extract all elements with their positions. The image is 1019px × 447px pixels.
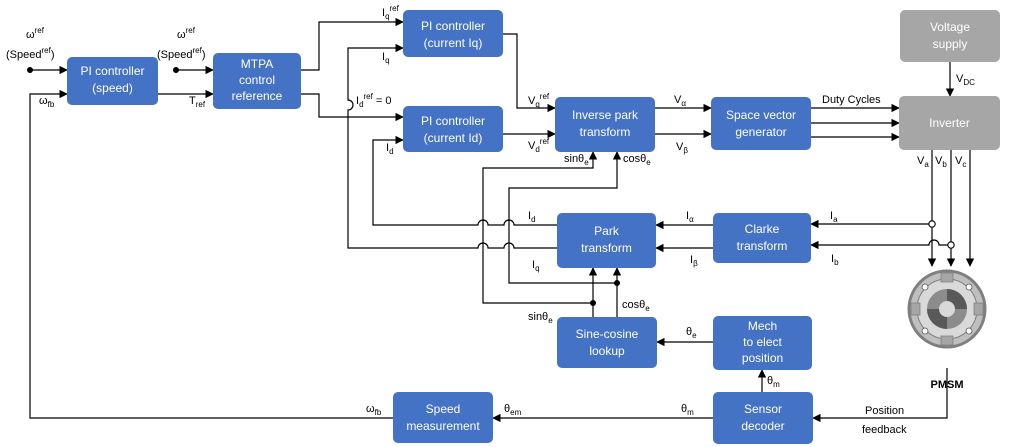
svg-text:transform: transform (580, 125, 631, 139)
svg-text:to elect: to elect (743, 335, 782, 349)
vdc-label: VDC (956, 73, 975, 87)
vd-ref-label: Vdref (528, 137, 550, 154)
valpha-label: Vα (674, 94, 686, 108)
iq-label: Iq (382, 51, 390, 65)
position-feedback-label-1: Position (865, 405, 904, 417)
pmsm-label: PMSM (931, 379, 964, 391)
svg-text:MTPA: MTPA (241, 57, 273, 71)
vbeta-label: Vβ (676, 141, 688, 155)
cos-park-label: cosθe (622, 299, 650, 313)
va-label: Va (917, 155, 929, 169)
svg-text:Space vector: Space vector (726, 108, 796, 122)
svg-text:Inverter: Inverter (929, 116, 970, 130)
inverse-park-block: Inverse park transform (555, 97, 655, 152)
tref-label: Tref (189, 95, 206, 109)
ib-label: Ib (831, 253, 839, 267)
svg-text:decoder: decoder (741, 419, 784, 433)
wfb-bottom-label: ωfb (366, 403, 382, 417)
svg-text:PI controller: PI controller (80, 64, 144, 78)
inverter-block: Inverter (899, 96, 1000, 150)
pi-iq-block: PI controller (current Iq) (403, 10, 503, 57)
speedref2-label: (Speedref) (157, 46, 206, 61)
svg-text:position: position (742, 351, 783, 365)
svg-text:measurement: measurement (406, 419, 480, 433)
pi-speed-block: PI controller (speed) (67, 57, 158, 105)
wref1-label: ωref (26, 26, 45, 41)
mtpa-block: MTPA control reference (213, 53, 301, 109)
svg-text:Mech: Mech (748, 319, 777, 333)
pi-id-block: PI controller (current Id) (403, 106, 503, 152)
svg-text:Clarke: Clarke (745, 222, 780, 236)
park-block: Park transform (557, 213, 656, 268)
svg-text:(speed): (speed) (92, 81, 133, 95)
mech-to-elect-block: Mech to elect position (713, 316, 812, 370)
svg-text:(current Id): (current Id) (424, 131, 483, 145)
iq-park-label: Iq (532, 259, 540, 273)
sensor-decoder-block: Sensor decoder (713, 392, 813, 444)
svg-text:Sine-cosine: Sine-cosine (576, 327, 639, 341)
speedref1-label: (Speedref) (6, 46, 55, 61)
speed-measurement-block: Speed measurement (393, 392, 493, 443)
wfb-left-label: ωfb (39, 95, 55, 109)
svg-text:Sensor: Sensor (744, 402, 782, 416)
svg-text:reference: reference (232, 89, 283, 103)
ia-label: Ia (830, 210, 838, 224)
wref2-label: ωref (177, 26, 196, 41)
svg-text:transform: transform (737, 239, 788, 253)
svg-text:Speed: Speed (426, 402, 461, 416)
id-fb-label: Id (386, 142, 394, 156)
sine-cosine-block: Sine-cosine lookup (557, 317, 657, 368)
signal-wires (27, 17, 975, 423)
svg-text:transform: transform (581, 241, 632, 255)
signal-labels: ωref (Speedref) ωref (Speedref) ωfb Tref… (6, 4, 975, 436)
id-ref-label: Idref = 0 (356, 92, 392, 109)
theta-m-up-label: θm (767, 375, 780, 389)
svg-text:Voltage: Voltage (930, 20, 970, 34)
voltage-supply-block: Voltage supply (900, 10, 1000, 62)
svg-text:PI controller: PI controller (421, 114, 485, 128)
sin-park-label: sinθe (528, 311, 553, 325)
sin-inv-label: sinθe (564, 153, 589, 167)
svg-text:PI controller: PI controller (421, 19, 485, 33)
svg-text:(current Iq): (current Iq) (424, 36, 483, 50)
ibeta-label: Iβ (690, 254, 698, 268)
vc-label: Vc (955, 155, 966, 169)
theta-em-label: θem (504, 403, 522, 417)
svg-text:generator: generator (735, 125, 786, 139)
ialpha-label: Iα (686, 210, 694, 224)
space-vector-block: Space vector generator (711, 97, 811, 150)
theta-m-label: θm (681, 403, 694, 417)
duty-cycles-label: Duty Cycles (822, 94, 881, 106)
cos-inv-label: cosθe (623, 153, 651, 167)
theta-e-label: θe (686, 326, 697, 340)
svg-text:lookup: lookup (589, 344, 625, 358)
clarke-block: Clarke transform (713, 213, 811, 263)
svg-text:Park: Park (594, 224, 620, 238)
vq-ref-label: Vqref (528, 92, 550, 109)
svg-text:Inverse park: Inverse park (572, 108, 639, 122)
vb-label: Vb (935, 155, 947, 169)
svg-text:control: control (239, 73, 275, 87)
id-park-label: Id (528, 210, 536, 224)
position-feedback-label-2: feedback (862, 424, 907, 436)
pmsm-motor-icon (907, 269, 987, 349)
svg-text:supply: supply (933, 37, 968, 51)
iq-ref-label: Iqref (382, 4, 400, 21)
